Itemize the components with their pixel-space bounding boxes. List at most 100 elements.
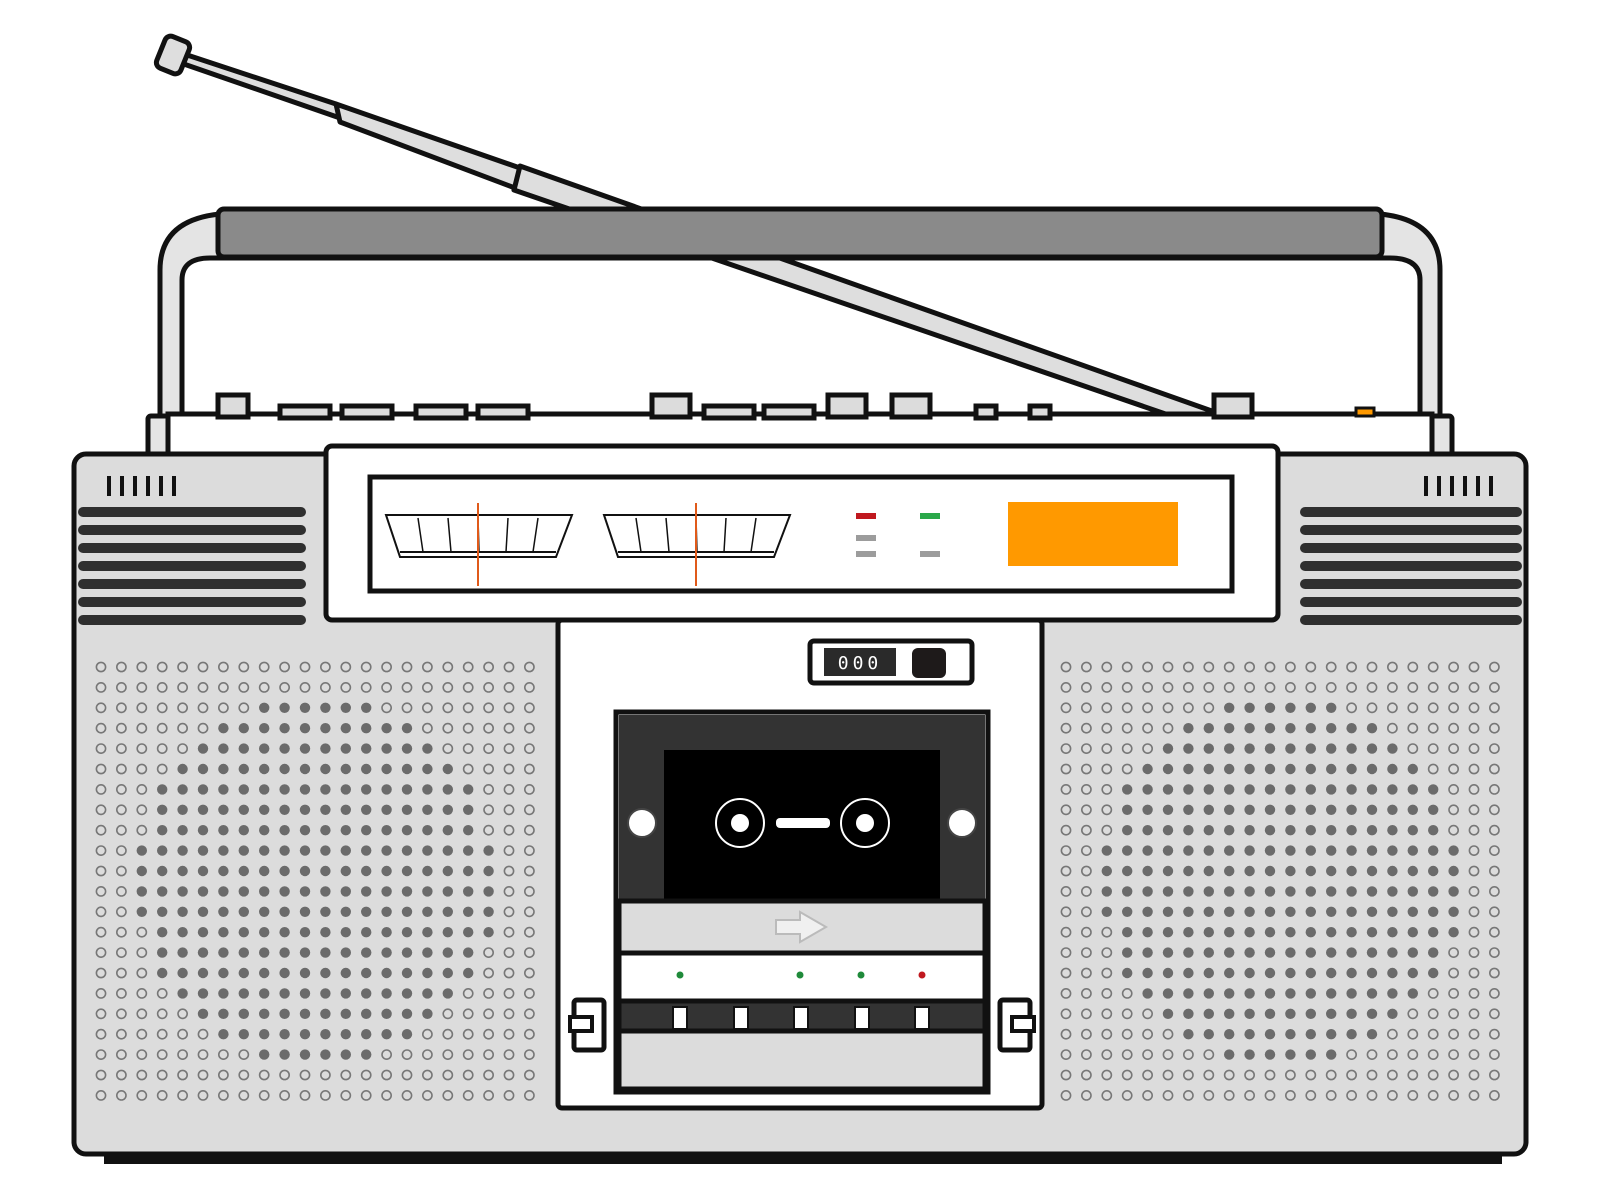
speaker-hole: [1244, 865, 1255, 877]
speaker-hole: [1162, 743, 1174, 754]
speaker-hole: [381, 743, 392, 754]
speaker-hole: [1285, 682, 1296, 693]
speaker-hole: [95, 682, 107, 693]
speaker-hole: [1366, 1029, 1378, 1040]
speaker-hole: [1448, 845, 1459, 856]
transport-button[interactable]: [914, 1006, 930, 1030]
speaker-hole: [1468, 824, 1480, 836]
speaker-hole: [116, 947, 127, 958]
right-vent: [1424, 476, 1493, 496]
speaker-hole: [177, 865, 188, 877]
speaker-hole: [1305, 825, 1317, 836]
top-button[interactable]: [649, 392, 693, 420]
speaker-hole: [238, 784, 249, 795]
speaker-hole: [1448, 1090, 1459, 1101]
speaker-hole: [422, 743, 433, 754]
speaker-hole: [503, 722, 515, 734]
speaker-hole: [1468, 906, 1480, 918]
speaker-hole: [361, 906, 372, 917]
speaker-hole: [1366, 927, 1378, 938]
speaker-hole: [1346, 1029, 1357, 1040]
speaker-hole: [1468, 1090, 1480, 1101]
top-button[interactable]: [825, 392, 869, 420]
speaker-hole: [1223, 1090, 1235, 1101]
top-button[interactable]: [1027, 403, 1053, 421]
speaker-hole: [1427, 763, 1439, 775]
speaker-hole: [1101, 1069, 1113, 1081]
speaker-hole: [197, 784, 209, 795]
speaker-hole: [259, 845, 270, 856]
speaker-hole: [1305, 702, 1317, 713]
speaker-hole: [1427, 1008, 1439, 1020]
speaker-hole: [1489, 682, 1500, 693]
speaker-hole: [442, 722, 454, 734]
speaker-hole: [1325, 1069, 1337, 1081]
top-button[interactable]: [889, 392, 933, 420]
speaker-hole: [361, 723, 372, 734]
speaker-hole: [1448, 906, 1459, 917]
speaker-hole: [1101, 865, 1113, 877]
speaker-hole: [1366, 1049, 1378, 1060]
speaker-hole: [1346, 682, 1357, 693]
speaker-hole: [177, 1008, 188, 1020]
speaker-hole: [1203, 906, 1215, 917]
speaker-hole: [524, 1069, 535, 1081]
speaker-hole: [1203, 988, 1215, 999]
speaker-hole: [401, 661, 413, 673]
transport-button[interactable]: [854, 1006, 870, 1030]
top-button[interactable]: [475, 403, 531, 421]
speaker-hole: [483, 1049, 494, 1060]
transport-button[interactable]: [733, 1006, 749, 1030]
speaker-hole: [238, 1090, 250, 1101]
speaker-hole: [1101, 906, 1113, 917]
speaker-hole: [1407, 927, 1419, 938]
top-button[interactable]: [701, 403, 757, 421]
top-button[interactable]: [413, 403, 469, 421]
speaker-hole: [1081, 824, 1092, 836]
top-button[interactable]: [277, 403, 333, 421]
speaker-hole: [197, 763, 209, 775]
top-button[interactable]: [339, 403, 395, 421]
speaker-hole: [1142, 763, 1153, 775]
speaker-hole: [1203, 1069, 1215, 1081]
speaker-hole: [483, 661, 494, 673]
carry-handle[interactable]: [145, 206, 1455, 459]
speaker-hole: [421, 682, 433, 693]
speaker-hole: [136, 988, 148, 999]
speaker-hole: [442, 927, 453, 938]
counter-reset-button[interactable]: [912, 648, 946, 678]
speaker-hole: [238, 804, 249, 815]
top-button[interactable]: [1211, 392, 1255, 420]
top-button[interactable]: [973, 403, 999, 421]
speaker-hole: [1407, 1008, 1419, 1020]
speaker-hole: [524, 722, 535, 734]
speaker-hole: [1162, 682, 1174, 693]
speaker-hole: [1387, 825, 1398, 836]
transport-button[interactable]: [793, 1006, 809, 1030]
speaker-hole: [421, 702, 433, 714]
speaker-hole: [156, 682, 168, 693]
speaker-hole: [1203, 682, 1215, 693]
top-button[interactable]: [215, 392, 251, 420]
top-button[interactable]: [761, 403, 817, 421]
speaker-hole: [442, 988, 453, 999]
speaker-hole: [299, 682, 311, 693]
speaker-hole: [259, 886, 270, 897]
speaker-hole: [157, 825, 168, 836]
tape-bridge: [776, 818, 830, 828]
speaker-hole: [381, 702, 392, 714]
speaker-hole: [1122, 886, 1133, 897]
speaker-hole: [95, 947, 107, 958]
speaker-hole: [401, 784, 413, 795]
speaker-hole: [197, 967, 209, 979]
transport-button[interactable]: [672, 1006, 688, 1030]
speaker-hole: [1081, 784, 1092, 795]
speaker-hole: [442, 763, 453, 775]
speaker-hole: [1101, 886, 1113, 897]
speaker-hole: [218, 1008, 229, 1019]
led-green: [920, 513, 940, 519]
speaker-hole: [340, 825, 351, 836]
speaker-hole: [1468, 1069, 1480, 1081]
speaker-hole: [381, 1069, 392, 1081]
speaker-hole: [1366, 886, 1378, 897]
